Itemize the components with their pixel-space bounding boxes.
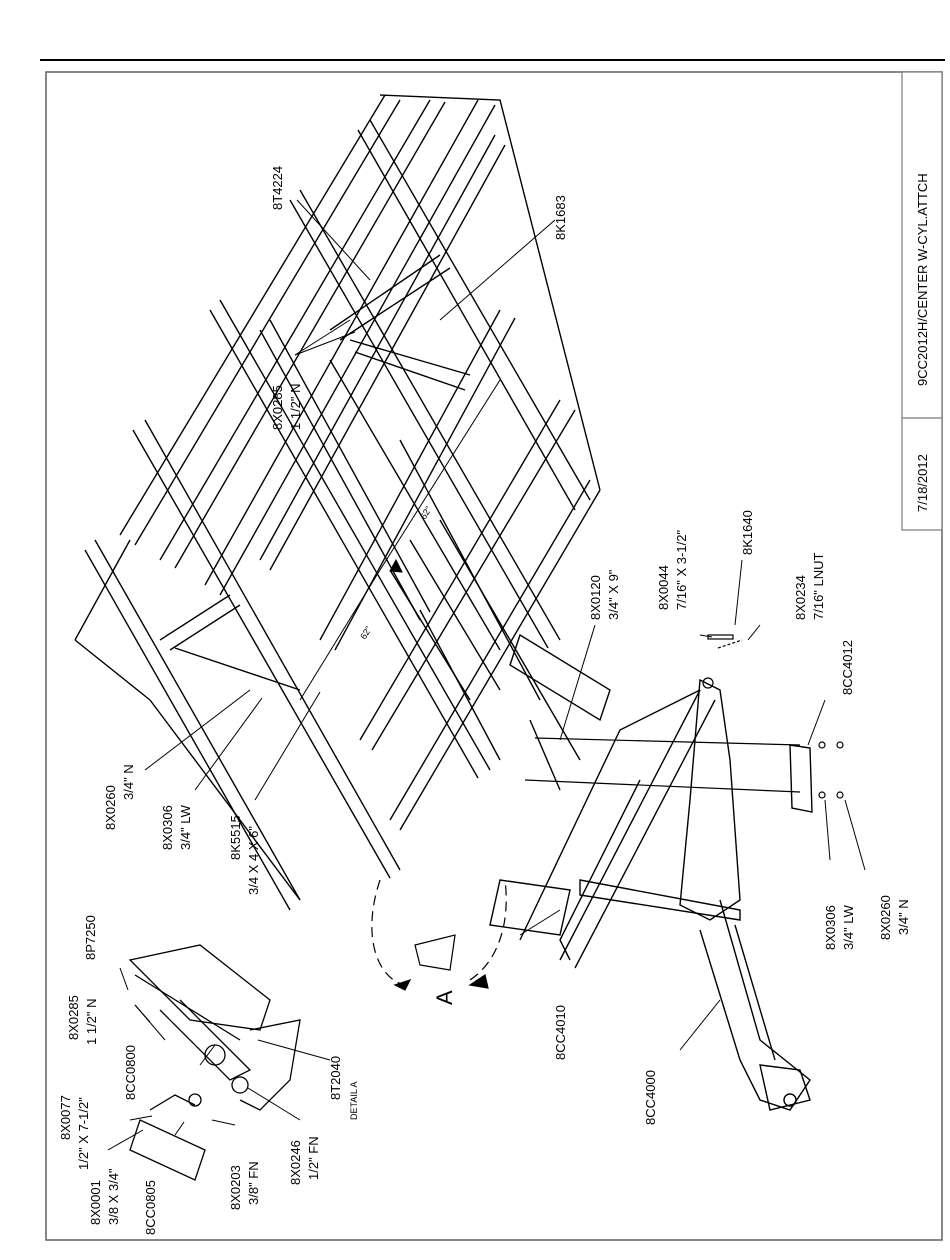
callout-8CC4012: 8CC4012	[840, 640, 855, 695]
hardware-hints	[524, 634, 844, 799]
callout-8X0260-right: 8X0260 3/4" N	[878, 895, 911, 940]
callout-8X0120: 8X0120 3/4" X 9"	[588, 569, 621, 620]
callout-8T4224: 8T4224	[270, 166, 285, 210]
svg-text:8CC0805: 8CC0805	[143, 1180, 158, 1235]
callout-8X0306-left: 8X0306 3/4" LW	[160, 804, 193, 850]
svg-text:3/4" LW: 3/4" LW	[841, 904, 856, 950]
svg-text:8X0306: 8X0306	[160, 805, 175, 850]
detail-a-view-marker	[371, 879, 507, 991]
svg-text:8K1640: 8K1640	[740, 510, 755, 555]
detail-a-illustration	[128, 944, 301, 1181]
callout-8CC0805: 8CC0805	[143, 1180, 158, 1235]
svg-text:3/4" N: 3/4" N	[121, 764, 136, 800]
callout-8X0306-right: 8X0306 3/4" LW	[823, 904, 856, 950]
drawing-date: 7/18/2012	[915, 454, 930, 512]
callout-8T2040: 8T2040	[328, 1056, 343, 1100]
callout-8X0260-left: 8X0260 3/4" N	[103, 764, 136, 830]
svg-text:3/4" X 9": 3/4" X 9"	[606, 569, 621, 620]
callout-8CC0800: 8CC0800	[123, 1045, 138, 1100]
svg-text:1/2" FN: 1/2" FN	[306, 1136, 321, 1180]
callout-8K1683: 8K1683	[553, 195, 568, 240]
detail-a-caption: DETAIL A	[349, 1081, 359, 1120]
svg-text:8CC4012: 8CC4012	[840, 640, 855, 695]
svg-text:8X0044: 8X0044	[656, 565, 671, 610]
svg-text:8X0285: 8X0285	[66, 995, 81, 1040]
section-marker-a: A	[432, 990, 457, 1005]
dimension-lines	[299, 379, 501, 701]
svg-text:8X0285: 8X0285	[270, 385, 285, 430]
title-block: 9CC2012H/CENTER W-CYL.ATTCH 7/18/2012	[901, 71, 943, 531]
svg-text:3/8 X 3/4": 3/8 X 3/4"	[106, 1168, 121, 1225]
svg-text:8X0246: 8X0246	[288, 1140, 303, 1185]
callout-8CC4010: 8CC4010	[553, 1005, 568, 1060]
svg-text:8CC4010: 8CC4010	[553, 1005, 568, 1060]
drawing-frame	[45, 71, 943, 1241]
svg-text:8X0203: 8X0203	[228, 1165, 243, 1210]
svg-text:8X0077: 8X0077	[58, 1095, 73, 1140]
svg-text:8X0306: 8X0306	[823, 905, 838, 950]
svg-text:7/16" X 3-1/2": 7/16" X 3-1/2"	[674, 530, 689, 610]
svg-text:8X0234: 8X0234	[793, 575, 808, 620]
drawing-name: 9CC2012H/CENTER W-CYL.ATTCH	[915, 173, 930, 386]
callout-8X0246: 8X0246 1/2" FN	[288, 1136, 321, 1185]
svg-text:3/4" LW: 3/4" LW	[178, 804, 193, 850]
svg-text:8CC4000: 8CC4000	[643, 1070, 658, 1125]
svg-text:1 1/2" N: 1 1/2" N	[84, 998, 99, 1045]
callout-8X0285-top: 8X0285 1 1/2" N	[270, 383, 303, 430]
svg-text:8K1683: 8K1683	[553, 195, 568, 240]
svg-text:3/8" FN: 3/8" FN	[246, 1161, 261, 1205]
svg-text:1 1/2" N: 1 1/2" N	[288, 383, 303, 430]
svg-text:8T2040: 8T2040	[328, 1056, 343, 1100]
svg-text:1/2" X 7-1/2": 1/2" X 7-1/2"	[76, 1097, 91, 1170]
svg-text:8X0001: 8X0001	[88, 1180, 103, 1225]
callout-8X0001: 8X0001 3/8 X 3/4"	[88, 1168, 121, 1225]
callout-8X0203: 8X0203 3/8" FN	[228, 1161, 261, 1210]
callout-8P7250: 8P7250	[83, 915, 98, 960]
callout-8X0077: 8X0077 1/2" X 7-1/2"	[58, 1095, 91, 1170]
hitch-tongue-illustration	[489, 633, 813, 1111]
callout-8X0285-detail: 8X0285 1 1/2" N	[66, 995, 99, 1045]
svg-text:8K5515: 8K5515	[228, 815, 243, 860]
callout-8X0234: 8X0234 7/16" LNUT	[793, 552, 826, 620]
svg-text:8P7250: 8P7250	[83, 915, 98, 960]
callout-8K1640: 8K1640	[740, 510, 755, 555]
svg-text:3/4 X 4 X 6": 3/4 X 4 X 6"	[246, 826, 261, 895]
svg-text:8X0120: 8X0120	[588, 575, 603, 620]
harrow-frame-illustration	[74, 94, 601, 911]
svg-text:7/16" LNUT: 7/16" LNUT	[811, 552, 826, 620]
svg-text:8X0260: 8X0260	[878, 895, 893, 940]
svg-text:8CC0800: 8CC0800	[123, 1045, 138, 1100]
callout-8CC4000: 8CC4000	[643, 1070, 658, 1125]
leader-lines	[107, 199, 866, 1151]
svg-text:3/4" N: 3/4" N	[896, 899, 911, 935]
callout-8X0044: 8X0044 7/16" X 3-1/2"	[656, 530, 689, 610]
callout-8K5515: 8K5515 3/4 X 4 X 6"	[228, 815, 261, 895]
svg-text:8X0260: 8X0260	[103, 785, 118, 830]
svg-text:8T4224: 8T4224	[270, 166, 285, 210]
